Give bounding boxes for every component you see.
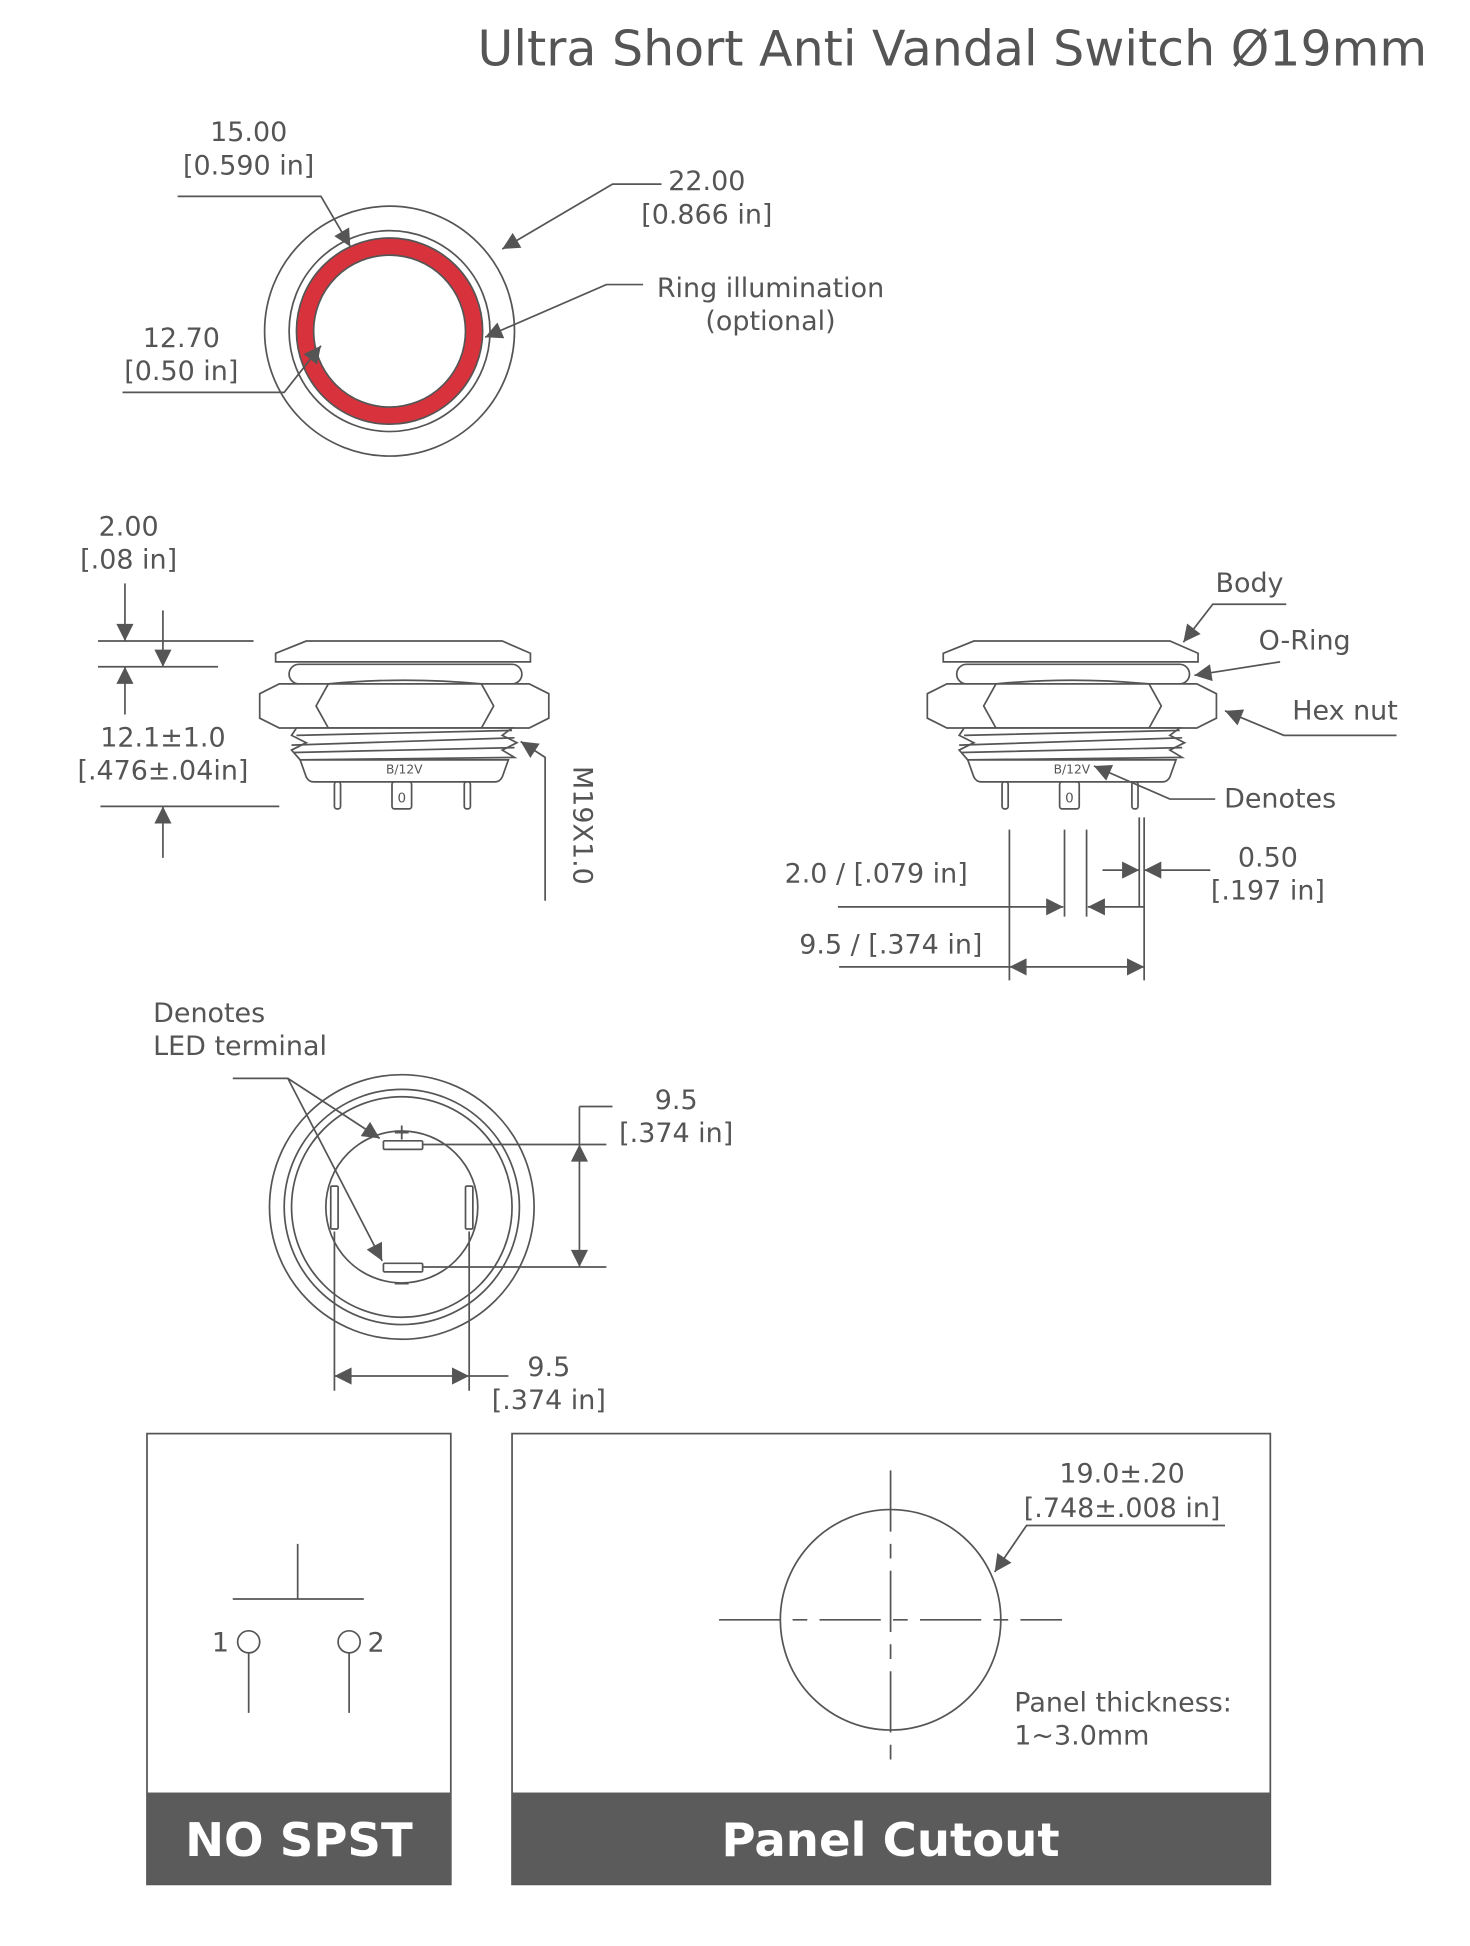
top-view: 15.00 [0.590 in] 22.00 [0.866 in] Ring i… [122, 117, 884, 457]
led-label: Denotes [153, 998, 265, 1029]
tab-mark: 0 [1065, 791, 1074, 807]
dim-head-in: [.08 in] [80, 545, 177, 576]
minus-terminal-label: − [393, 1271, 411, 1296]
marking-label: B/12V [1054, 762, 1091, 776]
dim-span: 9.5 / [.374 in] [799, 929, 982, 960]
tab-mark: 0 [398, 791, 407, 807]
ring-illumination [296, 238, 483, 425]
ring-label-optional: (optional) [705, 306, 835, 337]
dim-15-in: [0.590 in] [183, 150, 314, 181]
label-hexnut: Hex nut [1292, 695, 1398, 726]
dim-22-in: [0.866 in] [641, 199, 772, 230]
label-denotes: Denotes [1224, 784, 1336, 815]
panel-cutout-title: Panel Cutout [722, 1813, 1060, 1867]
side-view-left: B/12V 0 2.00 [.08 in] 12.1±1.0 [.476±.04… [77, 512, 597, 901]
panel-thickness-label: Panel thickness: [1014, 1688, 1232, 1719]
schematic-box: NO SPST 1 2 [146, 1432, 452, 1886]
dim-1270-in: [0.50 in] [124, 356, 238, 387]
dim-height-in: [.476±.04in] [77, 755, 248, 786]
schematic-title: NO SPST [185, 1813, 413, 1867]
dim-tab: 2.0 / [.079 in] [785, 858, 968, 889]
page-title: Ultra Short Anti Vandal Switch Ø19mm [478, 20, 1428, 77]
dim-horizontal-in: [.374 in] [492, 1385, 606, 1416]
panel-thickness-value: 1~3.0mm [1014, 1721, 1149, 1752]
dim-height-mm: 12.1±1.0 [100, 722, 225, 753]
side-view-right: B/12V 0 Body O-Ring Hex nut Denotes 2.0 … [785, 568, 1398, 981]
dim-pin-mm: 0.50 [1238, 842, 1298, 873]
label-body: Body [1215, 568, 1283, 599]
cutout-dim-mm: 19.0±.20 [1059, 1459, 1184, 1490]
dim-22-mm: 22.00 [668, 166, 745, 197]
dim-pin-in: [.197 in] [1211, 876, 1325, 907]
dim-head-mm: 2.00 [99, 512, 159, 543]
dim-1270-mm: 12.70 [143, 323, 220, 354]
bottom-view: + − Denotes LED terminal 9.5 [.374 in] 9… [153, 998, 733, 1416]
led-label-terminal: LED terminal [153, 1031, 327, 1062]
marking-label: B/12V [386, 762, 423, 776]
switch-side-body [258, 640, 550, 810]
pin-2-label: 2 [368, 1628, 385, 1659]
dim-vertical-in: [.374 in] [619, 1118, 733, 1149]
panel-cutout-box: Panel Cutout 19.0±.20 [.748±.008 in] Pan… [511, 1432, 1272, 1886]
ring-label: Ring illumination [657, 273, 884, 304]
dim-horizontal-mm: 9.5 [527, 1352, 570, 1383]
plus-terminal-label: + [393, 1121, 411, 1146]
thread-label: M19X1.0 [566, 766, 597, 885]
pin-1-label: 1 [212, 1628, 229, 1659]
cutout-dim-in: [.748±.008 in] [1024, 1493, 1221, 1524]
dim-vertical-mm: 9.5 [655, 1085, 698, 1116]
dim-15-mm: 15.00 [210, 117, 287, 148]
label-oring: O-Ring [1259, 626, 1351, 657]
